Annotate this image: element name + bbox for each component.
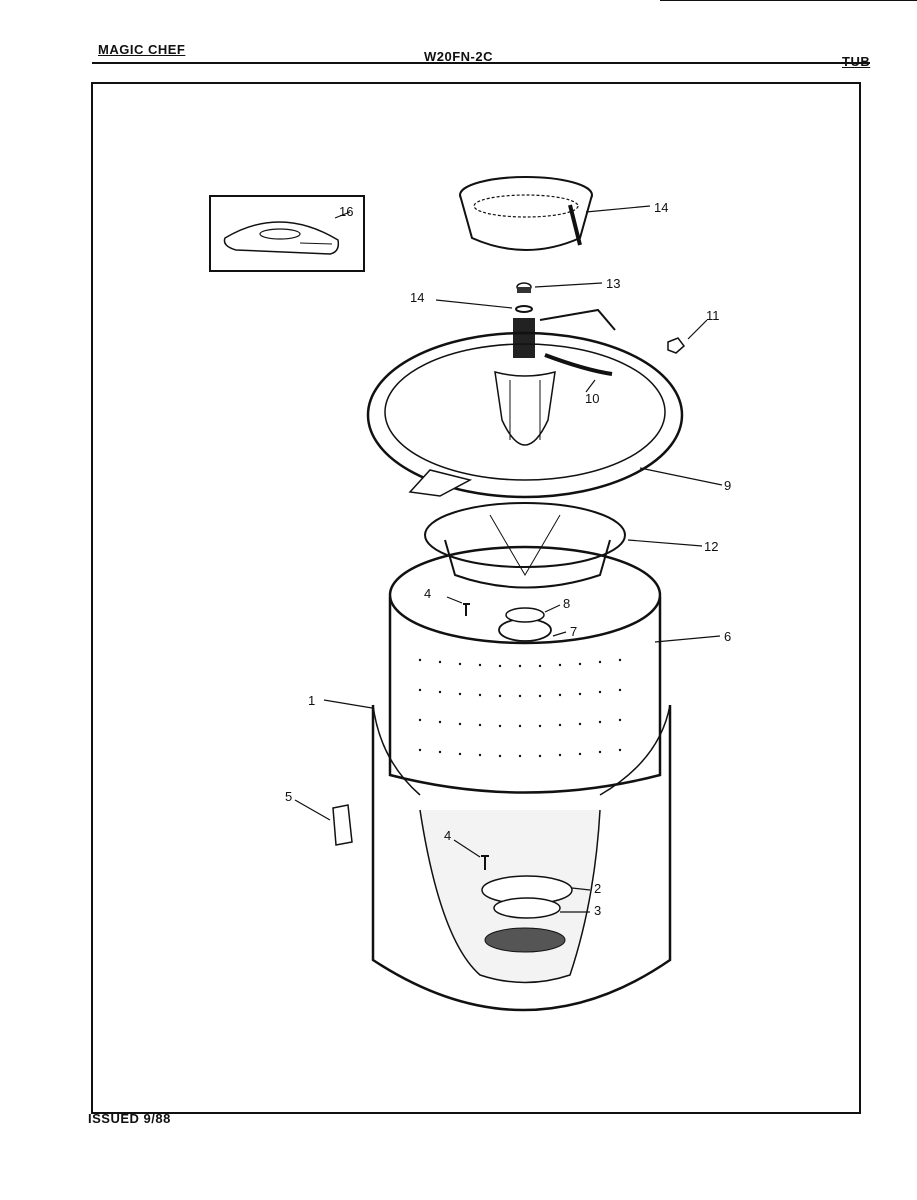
part-15-cap	[459, 176, 593, 251]
part-12-baffle	[424, 502, 626, 589]
callout-11: 11	[706, 308, 720, 323]
section-title: TUB	[842, 54, 870, 69]
part-5-label	[332, 804, 353, 846]
part-4-bolt-upper	[463, 603, 470, 616]
callout-4-lower: 4	[444, 828, 451, 843]
diagram-frame	[91, 82, 861, 1114]
header-rule	[92, 62, 870, 64]
callout-14: 14	[410, 290, 424, 305]
callout-4-upper: 4	[424, 586, 431, 601]
callout-10: 10	[585, 391, 599, 406]
part-6-basket	[388, 545, 662, 794]
callout-5: 5	[285, 789, 292, 804]
part-11-clip	[667, 337, 686, 354]
callout-1: 1	[308, 693, 315, 708]
issued-date: ISSUED 9/88	[88, 1111, 171, 1126]
part-1-outer-tub	[371, 704, 672, 1012]
part-13-cap-nut	[516, 282, 532, 293]
part-9-ring	[366, 308, 684, 499]
callout-2: 2	[594, 881, 601, 896]
callout-9: 9	[724, 478, 731, 493]
callout-16: 16	[339, 204, 353, 219]
callout-8: 8	[563, 596, 570, 611]
agitator-shaft	[494, 318, 556, 446]
part-14-washer	[515, 305, 533, 313]
callout-12: 12	[704, 539, 718, 554]
callout-3: 3	[594, 903, 601, 918]
callout-7: 7	[570, 624, 577, 639]
callout-13: 13	[606, 276, 620, 291]
top-edge-rule	[660, 0, 917, 1]
leader-lines	[294, 205, 723, 913]
model-number: W20FN-2C	[424, 49, 494, 64]
part-4-bolt-lower	[481, 855, 489, 870]
callout-15: 14	[654, 200, 668, 215]
inset-part-16	[209, 195, 365, 272]
basket-perforation	[418, 658, 622, 758]
brand-title: MAGIC CHEF	[98, 42, 186, 57]
callout-6: 6	[724, 629, 731, 644]
